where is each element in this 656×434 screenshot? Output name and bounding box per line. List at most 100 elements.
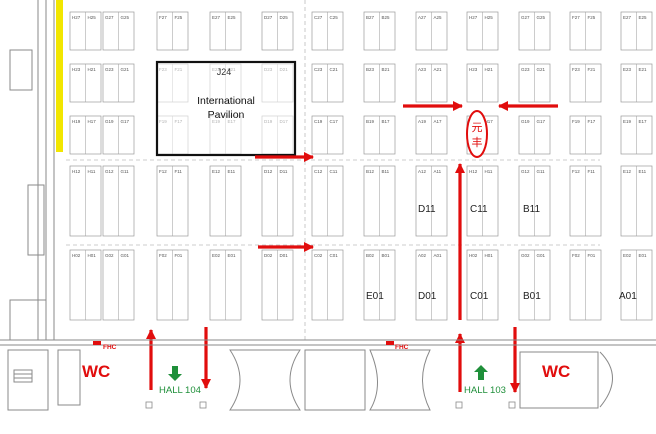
booth-code: A27: [418, 15, 427, 20]
booth-code: F02: [159, 253, 167, 258]
booth-code: A02: [418, 253, 427, 258]
booth-code: E21: [639, 67, 648, 72]
booth-code: E23: [623, 67, 632, 72]
booth-code: B11: [382, 169, 390, 174]
pavilion-code: J24: [217, 67, 232, 77]
booth-code: H19: [72, 119, 81, 124]
pavilion-label-line2: Pavilion: [208, 109, 245, 121]
booth-code: F12: [159, 169, 167, 174]
booth-code: H27: [72, 15, 81, 20]
booth-code: D27: [264, 15, 273, 20]
booth-code: G19: [105, 119, 114, 124]
booth-code: E02: [212, 253, 221, 258]
exit-arrow-icon-right: [474, 365, 488, 380]
booth-code: G27: [105, 15, 114, 20]
booth-code: H21: [485, 67, 494, 72]
restroom-label-right: WC: [542, 362, 570, 381]
marker-char-2: 丰: [472, 136, 483, 149]
booth-code: F12: [572, 169, 580, 174]
booth-code: G19: [521, 119, 530, 124]
booth-code: C02: [314, 253, 323, 258]
booth-code: E01: [639, 253, 648, 258]
door-squares: [145, 401, 516, 409]
block-label-b11: B11: [523, 204, 540, 215]
highlight-booth-marker[interactable]: [466, 110, 488, 158]
booth-code: C01: [330, 253, 339, 258]
block-label-c01: C01: [470, 291, 489, 302]
booth-code: F02: [572, 253, 580, 258]
booth-code: A21: [434, 67, 443, 72]
booth-code: A17: [434, 119, 443, 124]
booth-code: F25: [588, 15, 596, 20]
booth-code: F25: [175, 15, 183, 20]
booth-code: C11: [330, 169, 338, 174]
booth-code: C25: [330, 15, 339, 20]
booth-code: G25: [537, 15, 546, 20]
booth-code: H12: [469, 169, 478, 174]
booth-code: H21: [88, 67, 97, 72]
block-label-d11: D11: [418, 204, 436, 215]
international-pavilion[interactable]: [155, 60, 297, 157]
booth-code: G02: [521, 253, 530, 258]
booth-code: G17: [537, 119, 546, 124]
pavilion-label-line1: International: [197, 95, 255, 107]
booth-code: B25: [382, 15, 391, 20]
booth-code: D12: [264, 169, 273, 174]
exit-arrow-icon-left: [168, 366, 182, 381]
booth-code: G25: [121, 15, 130, 20]
booth-code: G12: [105, 169, 114, 174]
booth-code: F17: [588, 119, 596, 124]
booth-code: H23: [469, 67, 478, 72]
yellow-column: [56, 0, 63, 152]
booth-code: B17: [382, 119, 391, 124]
booth-code: H25: [485, 15, 494, 20]
booth-code: D11: [280, 169, 288, 174]
booth-code: E01: [228, 253, 237, 258]
booth-code: E27: [212, 15, 221, 20]
booth-code: G02: [105, 253, 114, 258]
booth-code: H12: [72, 169, 81, 174]
booth-code: G23: [521, 67, 530, 72]
booth-code: C27: [314, 15, 323, 20]
booth-code: E27: [623, 15, 632, 20]
booth-code: F27: [572, 15, 580, 20]
fire-hydrant-marker-right: [386, 341, 394, 345]
booth-code: B02: [366, 253, 375, 258]
booth-code: F11: [588, 169, 596, 174]
booth-code: A11: [434, 169, 442, 174]
booth-code: C21: [330, 67, 339, 72]
booth-code: H17: [88, 119, 97, 124]
booth-code: F23: [572, 67, 580, 72]
booth-code: G11: [537, 169, 546, 174]
booth-code: B12: [366, 169, 375, 174]
booth-code: A12: [418, 169, 427, 174]
fire-hydrant-label-right: FHC: [395, 344, 409, 351]
booth-code: B19: [366, 119, 375, 124]
booth-code: A25: [434, 15, 443, 20]
fire-hydrant-marker-left: [93, 341, 101, 345]
booth-code: F01: [588, 253, 596, 258]
booth-code: G23: [105, 67, 114, 72]
booth-code: G01: [121, 253, 130, 258]
booth-code: H17: [485, 119, 494, 124]
block-label-e01: E01: [366, 291, 384, 302]
booth-code: C17: [330, 119, 339, 124]
block-label-d01: D01: [418, 291, 437, 302]
block-label-b01: B01: [523, 291, 541, 302]
booth-code: H11: [485, 169, 493, 174]
booth-code: B01: [382, 253, 391, 258]
marker-char-1: 元: [472, 122, 483, 134]
booth-code: H01: [485, 253, 494, 258]
booth-code: G21: [537, 67, 546, 72]
block-labels: D11 C11 B11 E01 D01 C01 B01 A01: [366, 204, 637, 302]
booth-code: G12: [521, 169, 530, 174]
fire-hydrant-label-left: FHC: [103, 344, 117, 351]
booth-code: B27: [366, 15, 375, 20]
booth-code: F19: [572, 119, 580, 124]
booth-code: H02: [72, 253, 81, 258]
booth-code: F21: [588, 67, 596, 72]
booth-code: G21: [121, 67, 130, 72]
booth-code: C19: [314, 119, 323, 124]
